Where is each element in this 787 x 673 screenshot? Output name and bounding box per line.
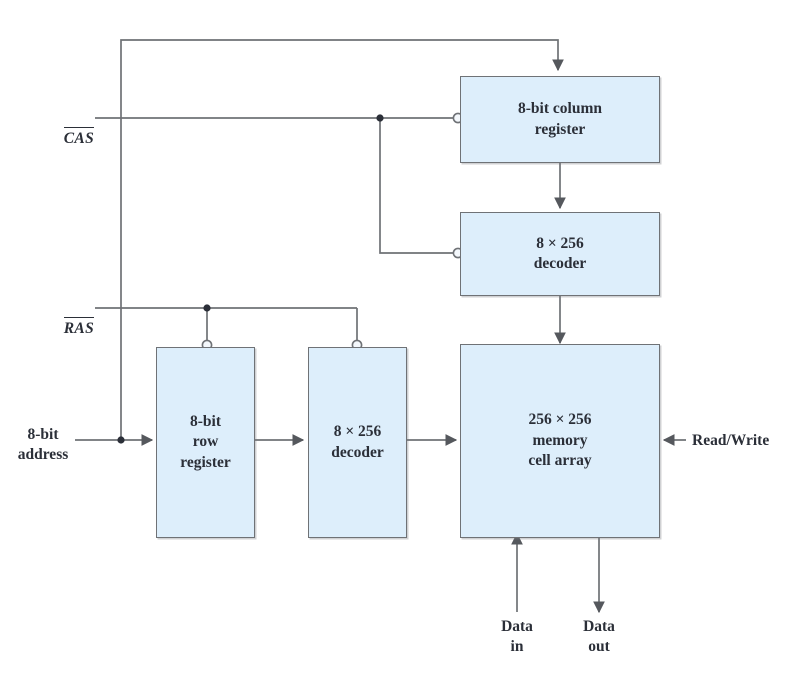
- wire-cas-branch: [379, 118, 455, 254]
- block-column-register-label: 8-bit column register: [518, 100, 602, 138]
- block-column-register[interactable]: 8-bit column register: [460, 76, 660, 163]
- block-memory-cell-array[interactable]: 256 × 256 memory cell array: [460, 344, 660, 538]
- junction-dot-address: [117, 436, 125, 444]
- block-row-decoder[interactable]: 8 × 256 decoder: [308, 347, 407, 538]
- signal-label-data-in: Data in: [501, 618, 533, 656]
- signal-label-cas-text: CAS: [63, 127, 94, 149]
- block-row-decoder-label: 8 × 256 decoder: [331, 423, 384, 461]
- junction-dot-cas: [376, 114, 384, 122]
- signal-label-read-write: Read/Write: [692, 432, 770, 449]
- wire-address-to-column-register: [120, 39, 564, 440]
- signal-label-cas: CAS: [42, 107, 94, 149]
- block-column-decoder[interactable]: 8 × 256 decoder: [460, 212, 660, 296]
- block-column-decoder-label: 8 × 256 decoder: [533, 234, 587, 272]
- block-row-register-label: 8-bit row register: [180, 412, 231, 471]
- block-row-register[interactable]: 8-bit row register: [156, 347, 255, 538]
- signal-label-address: 8-bit address: [17, 426, 69, 464]
- signal-label-ras-text: RAS: [63, 317, 94, 339]
- block-memory-cell-array-label: 256 × 256 memory cell array: [528, 411, 592, 470]
- signal-label-data-out: Data out: [583, 618, 615, 656]
- signal-label-ras: RAS: [42, 297, 94, 339]
- junction-dot-ras: [203, 304, 211, 312]
